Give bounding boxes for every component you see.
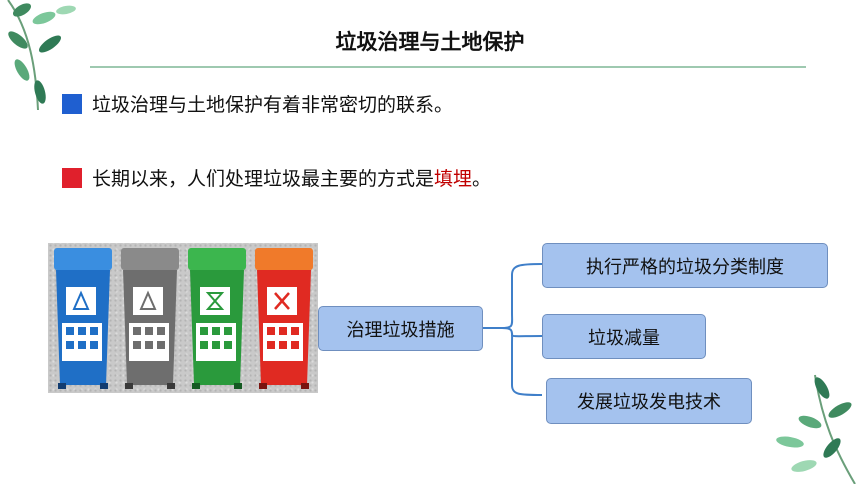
mindmap-branch-power-generation: 发展垃圾发电技术 xyxy=(546,378,752,424)
bullet-2-text: 长期以来，人们处理垃圾最主要的方式是 xyxy=(92,168,435,190)
garbage-bins-illustration xyxy=(54,248,313,389)
bullet-1-text: 垃圾治理与土地保护有着非常密切的联系。 xyxy=(92,94,454,116)
bullet-2-highlight: 填埋 xyxy=(434,168,473,190)
bullet-square-red-icon xyxy=(62,167,82,188)
green-bin-icon xyxy=(188,248,246,389)
bullet-2-period: 。 xyxy=(472,168,492,190)
red-bin-icon xyxy=(255,248,313,389)
garbage-bins-image xyxy=(48,243,318,393)
bullet-2: 长期以来，人们处理垃圾最主要的方式是填埋。 xyxy=(62,164,491,191)
blue-bin-icon xyxy=(54,248,112,389)
slide-title: 垃圾治理与土地保护 xyxy=(335,30,525,54)
leaf-decoration-top-left-icon xyxy=(7,0,76,111)
mindmap-branch-sorting: 执行严格的垃圾分类制度 xyxy=(542,243,828,288)
bullet-square-blue-icon xyxy=(62,93,82,114)
mindmap-connectors xyxy=(482,263,543,396)
mindmap-branch-reduction: 垃圾减量 xyxy=(542,314,706,359)
leaf-decoration-bottom-right-icon xyxy=(776,374,856,484)
bullet-1: 垃圾治理与土地保护有着非常密切的联系。 xyxy=(62,90,453,117)
title-divider xyxy=(90,66,806,68)
grey-bin-icon xyxy=(121,248,179,389)
mindmap-root-node: 治理垃圾措施 xyxy=(318,306,483,351)
